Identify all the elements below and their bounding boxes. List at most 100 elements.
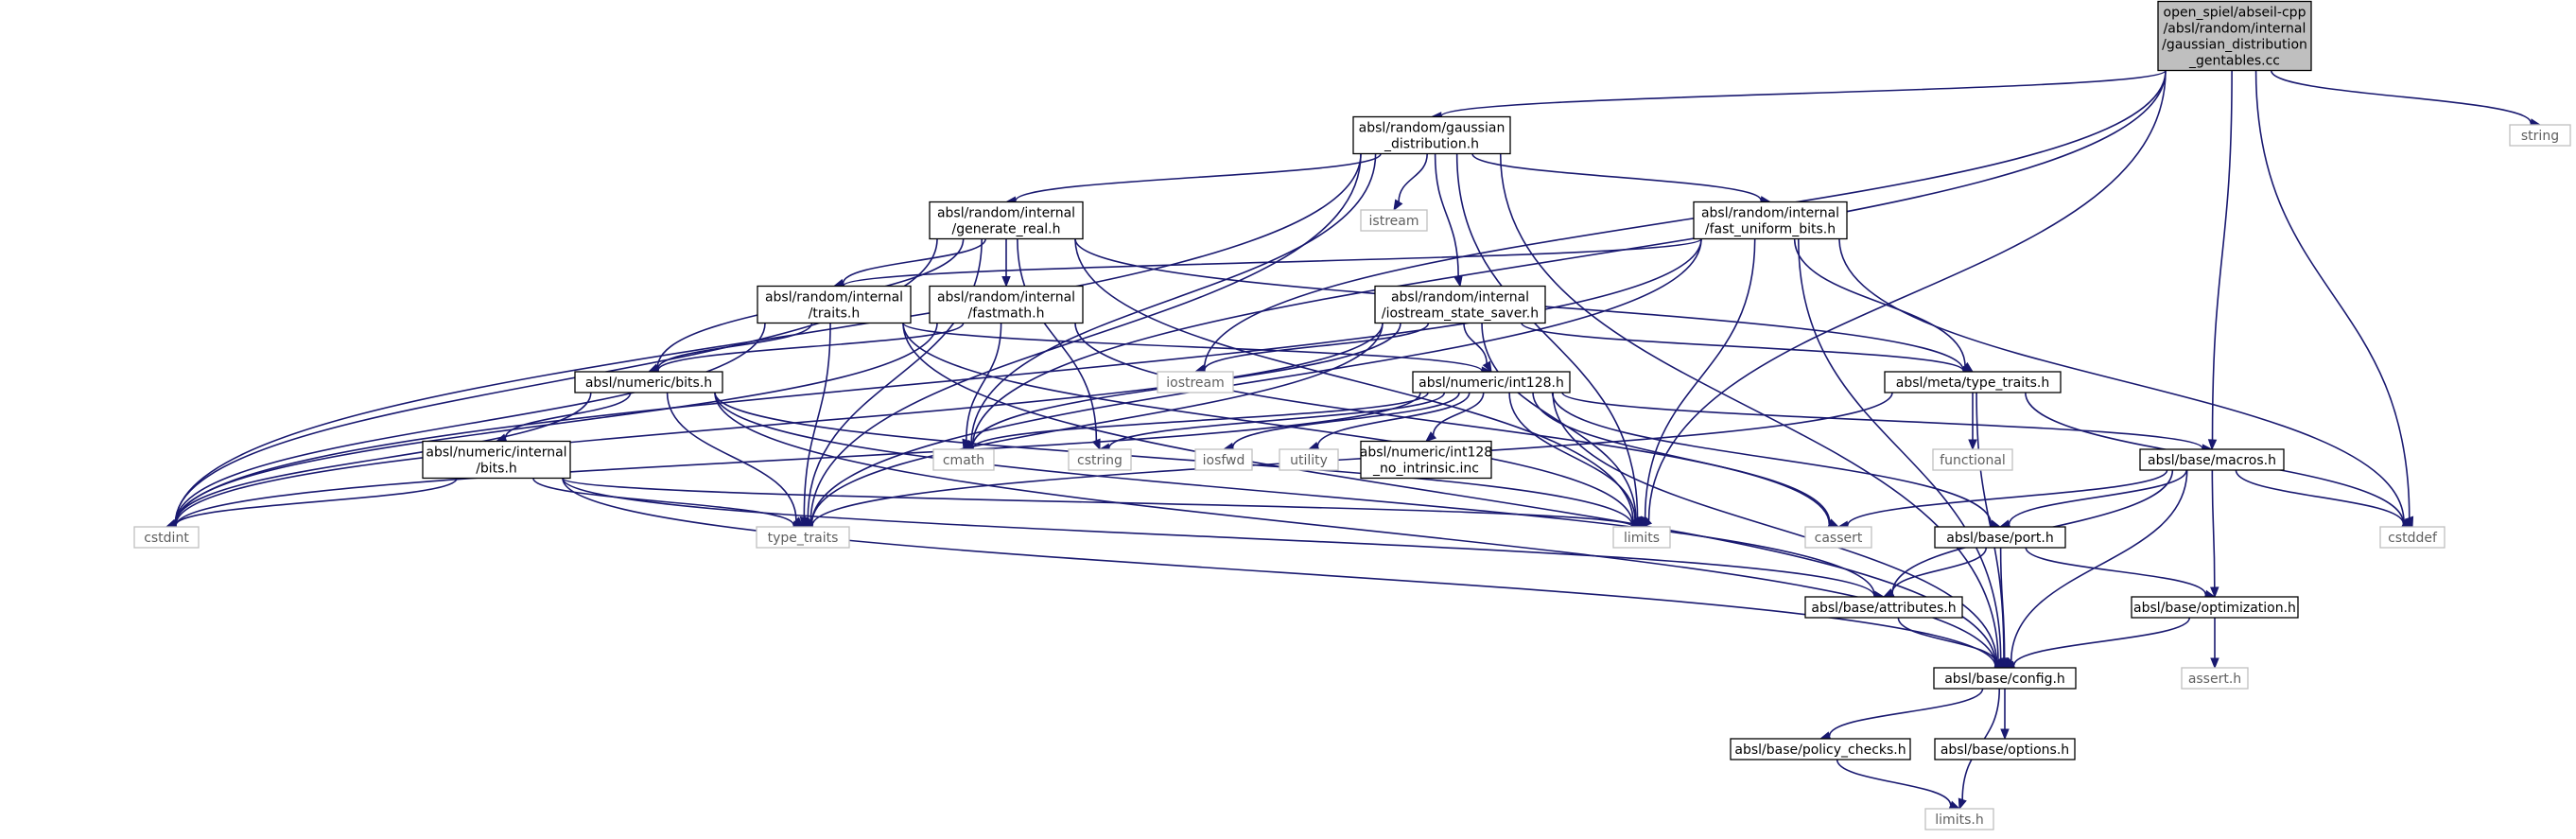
node-label: iosfwd bbox=[1203, 453, 1245, 468]
edge-numeric_bits_h-to-cstdint bbox=[174, 392, 592, 524]
node-box bbox=[1360, 209, 1428, 232]
node-label: /gaussian_distribution bbox=[2162, 38, 2307, 53]
node-traits-h[interactable]: absl/random/internal/traits.h bbox=[757, 285, 912, 324]
node-cmath: cmath bbox=[932, 448, 995, 471]
node-box bbox=[2131, 596, 2299, 619]
node-int128-no-intrinsic[interactable]: absl/numeric/int128_no_intrinsic.inc bbox=[1360, 440, 1492, 480]
node-int128-h[interactable]: absl/numeric/int128.h bbox=[1412, 371, 1571, 393]
node-functional: functional bbox=[1932, 448, 2013, 471]
node-label: absl/base/attributes.h bbox=[1811, 601, 1956, 616]
edge-port_h-to-attributes_h bbox=[1891, 547, 1988, 593]
edge-root-to-limits bbox=[1647, 70, 2167, 521]
edge-macros_h-to-cstddef bbox=[2235, 469, 2405, 525]
edge-int128_h-to-config_h bbox=[1552, 392, 1998, 663]
arrowhead-iostream_state_saver_h-to-int128_h bbox=[1482, 360, 1492, 374]
node-label: cmath bbox=[943, 453, 984, 468]
edge-iostream_state_saver_h-to-limits bbox=[1481, 323, 1637, 520]
node-box bbox=[1693, 201, 1848, 240]
node-label: /absl/random/internal bbox=[2164, 22, 2306, 37]
node-attributes-h[interactable]: absl/base/attributes.h bbox=[1804, 596, 1963, 619]
node-label: absl/random/gaussian bbox=[1359, 121, 1506, 136]
node-box bbox=[2157, 0, 2312, 72]
node-limits-h: limits.h bbox=[1924, 808, 1994, 830]
node-label: open_spiel/abseil-cpp bbox=[2164, 6, 2306, 21]
node-label: cstring bbox=[1077, 453, 1123, 468]
edge-fastmath_h-to-cstdint bbox=[174, 323, 938, 525]
node-fast-uniform-bits-h[interactable]: absl/random/internal/fast_uniform_bits.h bbox=[1693, 201, 1848, 240]
node-numeric-internal-bits-h[interactable]: absl/numeric/internal/bits.h bbox=[422, 440, 571, 480]
arrowhead-gaussian_distribution_h-to-istream bbox=[1393, 199, 1403, 212]
node-generate-real-h[interactable]: absl/random/internal/generate_real.h bbox=[929, 201, 1084, 240]
node-label: iostream bbox=[1166, 376, 1225, 391]
arrowhead-port_h-to-config_h bbox=[1999, 657, 2010, 670]
node-label: absl/base/policy_checks.h bbox=[1734, 743, 1906, 758]
arrowhead-int128_h-to-int128_no_intrinsic bbox=[1424, 431, 1437, 443]
edge-numeric_internal_bits_h-to-limits bbox=[562, 477, 1633, 528]
edge-generate_real_h-to-cstring bbox=[1017, 238, 1098, 441]
node-box bbox=[574, 371, 723, 393]
node-box bbox=[1279, 448, 1339, 471]
node-policy-checks-h[interactable]: absl/base/policy_checks.h bbox=[1730, 738, 1911, 760]
arrowhead-type_traits_meta_h-to-functional bbox=[1968, 439, 1977, 451]
node-box bbox=[2181, 667, 2249, 690]
edge-fastmath_h-to-numeric_bits_h bbox=[657, 323, 965, 371]
node-label: _distribution.h bbox=[1384, 137, 1479, 152]
edge-traits_h-to-numeric_bits_h bbox=[656, 323, 813, 370]
edge-traits_h-to-cstdint bbox=[174, 323, 766, 524]
node-label: absl/random/internal bbox=[937, 206, 1075, 221]
node-box bbox=[133, 526, 200, 549]
node-label: absl/base/optimization.h bbox=[2133, 601, 2296, 616]
node-gaussian-distribution-h[interactable]: absl/random/gaussian_distribution.h bbox=[1352, 115, 1511, 155]
edge-int128_h-to-cstring bbox=[1108, 392, 1446, 448]
arrowhead-root-to-macros_h bbox=[2207, 439, 2218, 451]
edge-numeric_bits_h-to-config_h bbox=[714, 392, 1997, 666]
edge-macros_h-to-port_h bbox=[2008, 469, 2187, 525]
node-label: /generate_real.h bbox=[952, 222, 1061, 237]
edge-fast_uniform_bits_h-to-config_h bbox=[1797, 238, 2002, 659]
node-options-h[interactable]: absl/base/options.h bbox=[1934, 738, 2076, 760]
node-label: assert.h bbox=[2188, 672, 2241, 687]
edge-attributes_h-to-config_h bbox=[1897, 617, 1997, 664]
node-assert-h: assert.h bbox=[2181, 667, 2249, 690]
node-label: utility bbox=[1290, 453, 1328, 468]
node-cstdint: cstdint bbox=[133, 526, 200, 549]
node-fastmath-h[interactable]: absl/random/internal/fastmath.h bbox=[929, 285, 1084, 324]
node-box bbox=[932, 448, 995, 471]
node-box bbox=[1934, 738, 2076, 760]
node-config-h[interactable]: absl/base/config.h bbox=[1933, 667, 2077, 690]
node-label: istream bbox=[1369, 214, 1419, 229]
node-numeric-bits-h[interactable]: absl/numeric/bits.h bbox=[574, 371, 723, 393]
node-port-h[interactable]: absl/base/port.h bbox=[1934, 526, 2066, 549]
node-box bbox=[757, 285, 912, 324]
edge-fastmath_h-to-cassert bbox=[1074, 323, 1831, 525]
node-label: /fast_uniform_bits.h bbox=[1705, 222, 1836, 237]
edge-iostream_state_saver_h-to-iostream bbox=[1203, 323, 1430, 371]
node-label: _no_intrinsic.inc bbox=[1372, 462, 1479, 477]
node-box bbox=[1412, 371, 1571, 393]
node-optimization-h[interactable]: absl/base/optimization.h bbox=[2131, 596, 2299, 619]
node-box bbox=[1157, 371, 1234, 393]
edge-iostream_state_saver_h-to-int128_h bbox=[1463, 323, 1488, 364]
node-box bbox=[2509, 124, 2571, 147]
node-macros-h[interactable]: absl/base/macros.h bbox=[2139, 448, 2285, 471]
node-iostream: iostream bbox=[1157, 371, 1234, 393]
edge-gaussian_distribution_h-to-cmath bbox=[970, 153, 1377, 445]
node-label: absl/random/internal bbox=[937, 290, 1075, 306]
edge-fast_uniform_bits_h-to-limits bbox=[1644, 238, 1756, 518]
node-cstddef: cstddef bbox=[2379, 526, 2445, 549]
node-iostream-state-saver-h[interactable]: absl/random/internal/iostream_state_save… bbox=[1374, 285, 1546, 324]
node-box bbox=[1884, 371, 2062, 393]
edge-iostream_state_saver_h-to-cstdint bbox=[175, 323, 1384, 526]
node-root[interactable]: open_spiel/abseil-cpp/absl/random/intern… bbox=[2157, 0, 2312, 72]
edge-int128_h-to-macros_h bbox=[1561, 392, 2203, 449]
edge-gaussian_distribution_h-to-istream bbox=[1398, 153, 1428, 202]
edge-numeric_bits_h-to-type_traits bbox=[666, 392, 797, 520]
node-box bbox=[929, 285, 1084, 324]
node-type-traits-meta-h[interactable]: absl/meta/type_traits.h bbox=[1884, 371, 2062, 393]
edge-numeric_bits_h-to-numeric_internal_bits_h bbox=[504, 392, 632, 439]
edge-gaussian_distribution_h-to-limits bbox=[1455, 153, 1639, 519]
arrowhead-fast_uniform_bits_h-to-limits bbox=[1641, 516, 1650, 529]
node-label: /fastmath.h bbox=[968, 306, 1045, 322]
node-cassert: cassert bbox=[1804, 526, 1872, 549]
arrowhead-generate_real_h-to-fastmath_h bbox=[1001, 276, 1011, 288]
